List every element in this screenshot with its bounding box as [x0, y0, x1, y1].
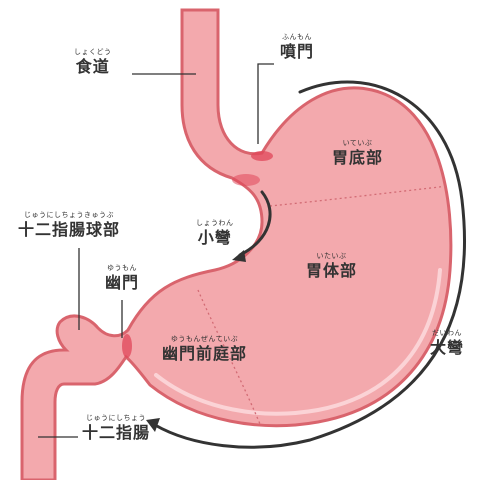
label-pylorus: ゆうもん 幽門 — [105, 264, 140, 292]
greater-curvature-arrow — [153, 80, 466, 449]
label-greater-curvature: だいわん 大彎 — [430, 329, 465, 357]
fundus-body-divider — [269, 185, 449, 207]
lesser-curvature-arrow — [238, 190, 272, 257]
label-duodenal-bulb: じゅうにしちょうきゅうぶ 十二指腸球部 — [18, 211, 121, 239]
cardia-sphincter-mark — [251, 151, 273, 161]
pylorus-sphincter-mark — [122, 334, 132, 358]
label-lesser-curvature: しょうわん 小彎 — [196, 219, 234, 247]
lesser-curvature-arrowhead — [232, 250, 246, 262]
greater-curvature-arrowhead — [146, 418, 160, 432]
esophagus-junction-mark — [232, 174, 260, 186]
inner-highlight — [154, 268, 442, 416]
label-duodenum: じゅうにしちょう 十二指腸 — [82, 414, 151, 442]
stomach-shape — [20, 8, 453, 480]
label-cardia: ふんもん 噴門 — [280, 33, 315, 61]
label-antrum: ゆうもんぜんていぶ 幽門前庭部 — [162, 335, 248, 363]
body-antrum-divider — [197, 289, 261, 425]
label-esophagus: しょくどう 食道 — [74, 48, 112, 76]
label-body: いたいぶ 胃体部 — [306, 252, 358, 280]
label-fundus: いていぶ 胃底部 — [332, 139, 384, 167]
cardia-leader — [257, 63, 274, 144]
